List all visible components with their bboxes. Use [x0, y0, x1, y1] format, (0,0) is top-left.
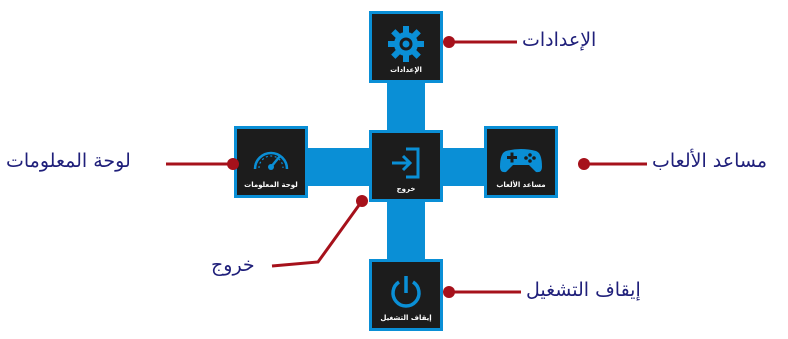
settings-callout: الإعدادات	[522, 29, 597, 51]
game-assist-leader-dot	[578, 158, 590, 170]
settings-leader-dot	[443, 36, 455, 48]
exit-tile-label: خروج	[396, 185, 416, 193]
settings-tile-label: الإعدادات	[390, 66, 422, 74]
exit-leader-line	[271, 200, 364, 268]
dashboard-callout: لوحة المعلومات	[6, 150, 131, 172]
exit-icon	[392, 147, 420, 179]
gear-icon	[388, 26, 424, 62]
exit-callout: خروج	[211, 254, 255, 276]
power-off-tile-label: إيقاف التشغيل	[380, 314, 432, 322]
power-off-tile[interactable]: إيقاف التشغيل	[369, 259, 443, 331]
game-assist-tile-label: مساعد الألعاب	[496, 181, 546, 189]
dashboard-tile[interactable]: لوحة المعلومات	[234, 126, 308, 198]
dashboard-leader-dot	[227, 158, 239, 170]
dashboard-tile-label: لوحة المعلومات	[244, 181, 298, 189]
game-assist-callout: مساعد الألعاب	[652, 150, 768, 172]
gamepad-icon	[500, 149, 542, 173]
exit-leader-dot	[356, 195, 368, 207]
settings-tile[interactable]: الإعدادات	[369, 11, 443, 83]
power-off-leader-dot	[443, 286, 455, 298]
speedometer-icon	[253, 151, 289, 170]
exit-tile[interactable]: خروج	[369, 130, 443, 202]
power-icon	[391, 276, 421, 308]
power-off-callout: إيقاف التشغيل	[526, 279, 641, 301]
game-assist-tile[interactable]: مساعد الألعاب	[484, 126, 558, 198]
